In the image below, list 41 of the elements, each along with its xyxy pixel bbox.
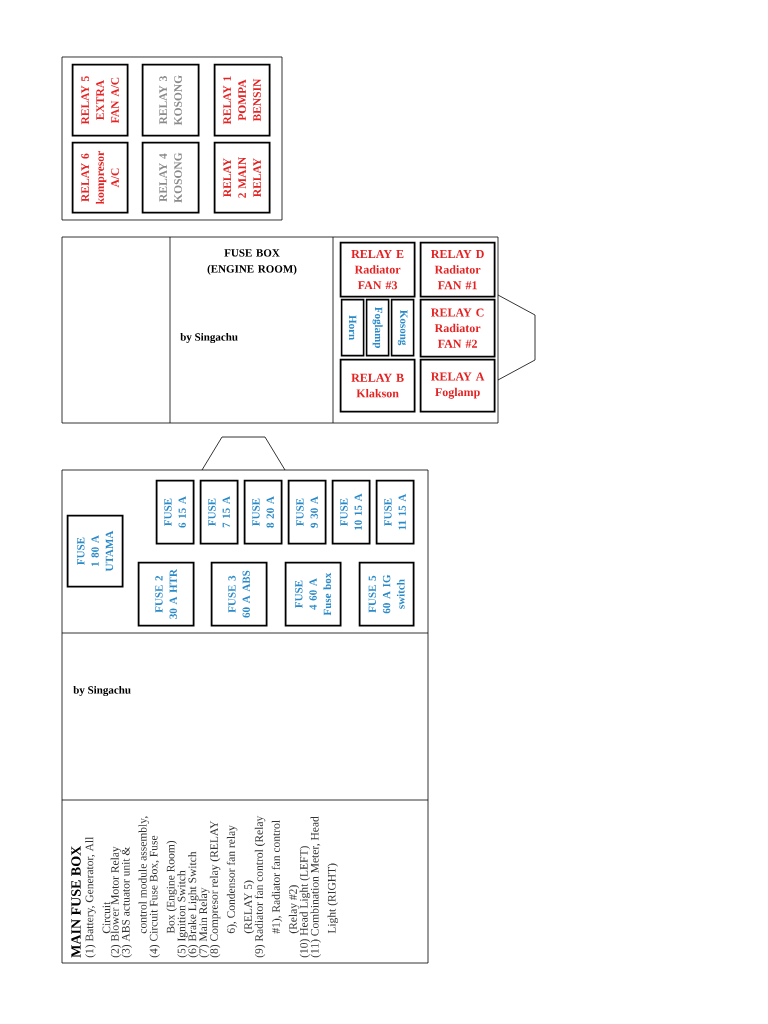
relay-box: RELAY 6 kompresor A/C bbox=[71, 141, 129, 214]
fuse-box: FUSE 2 30 A HTR bbox=[137, 561, 195, 627]
relay-box: RELAY E Radiator FAN #3 bbox=[339, 241, 416, 298]
fuse-box: FUSE 9 30 A bbox=[287, 479, 327, 545]
list-item: (1) Battery, Generator, All Circuit bbox=[85, 836, 111, 958]
fuse-box: FUSE 8 20 A bbox=[243, 479, 283, 545]
relay-box: RELAY 5 EXTRA FAN A/C bbox=[71, 63, 129, 137]
fuse-box: FUSE 10 15 A bbox=[331, 479, 371, 545]
relay-box: RELAY 4 KOSONG bbox=[141, 141, 200, 214]
fuse-box: FUSE 11 15 A bbox=[375, 479, 415, 545]
list-item: (9) Radiator fan control (Relay #1), Radiator fan control (Relay #2) bbox=[254, 815, 300, 958]
list-item: (2) Blower Motor Relay bbox=[110, 846, 122, 958]
fuse-box: FUSE 7 15 A bbox=[199, 479, 239, 545]
relay-box: Horn bbox=[340, 298, 365, 357]
fuse-box: FUSE 4 60 A Fuse box bbox=[284, 561, 342, 627]
fuse-box: FUSE 5 60 A IG switch bbox=[358, 561, 415, 627]
list-item: (10) Head Light (LEFT) bbox=[299, 846, 311, 958]
relay-box: RELAY 2 MAIN RELAY bbox=[213, 141, 271, 214]
relay-box: RELAY A Foglamp bbox=[419, 358, 496, 413]
panel-title: MAIN FUSE BOX bbox=[71, 846, 81, 958]
list-item: (6) Brake Light Switch bbox=[188, 851, 199, 958]
list-item: (3) ABS actuator unit & control module assembly, bbox=[121, 816, 149, 958]
relay-box: RELAY B Klakson bbox=[339, 358, 416, 413]
fuse-box: FUSE 6 15 A bbox=[155, 479, 195, 545]
author-text: by Singachu bbox=[73, 686, 131, 697]
list-item: (5) Ignition Switch bbox=[177, 870, 188, 958]
panel-title: FUSE BOX (ENGINE ROOM) bbox=[207, 249, 297, 275]
list-item: (8) Compresor relay (RELAY 6), Condensor fan relay (RELAY 5) bbox=[209, 820, 255, 958]
list-item: (11) Combination Meter, Head Light (RIGHT) bbox=[310, 816, 338, 958]
fuse-box: FUSE 3 60 A ABS bbox=[210, 561, 268, 627]
panel bbox=[61, 56, 283, 221]
fuse-box: FUSE 1 80 A UTAMA bbox=[66, 514, 124, 588]
relay-box: RELAY D Radiator FAN #1 bbox=[419, 241, 496, 298]
relay-box: Foglamp bbox=[365, 298, 390, 357]
author-text: by Singachu bbox=[180, 333, 238, 344]
list-item: (7) Main Relay bbox=[199, 887, 210, 958]
relay-box: Kosong bbox=[390, 298, 415, 357]
list-item: (4) Circuit Fuse Box, Fuse Box (Engine Room) bbox=[149, 835, 177, 958]
relay-box: RELAY C Radiator FAN #2 bbox=[419, 298, 496, 358]
relay-box: RELAY 1 POMPA BENSIN bbox=[213, 63, 271, 137]
relay-box: RELAY 3 KOSONG bbox=[141, 63, 200, 137]
